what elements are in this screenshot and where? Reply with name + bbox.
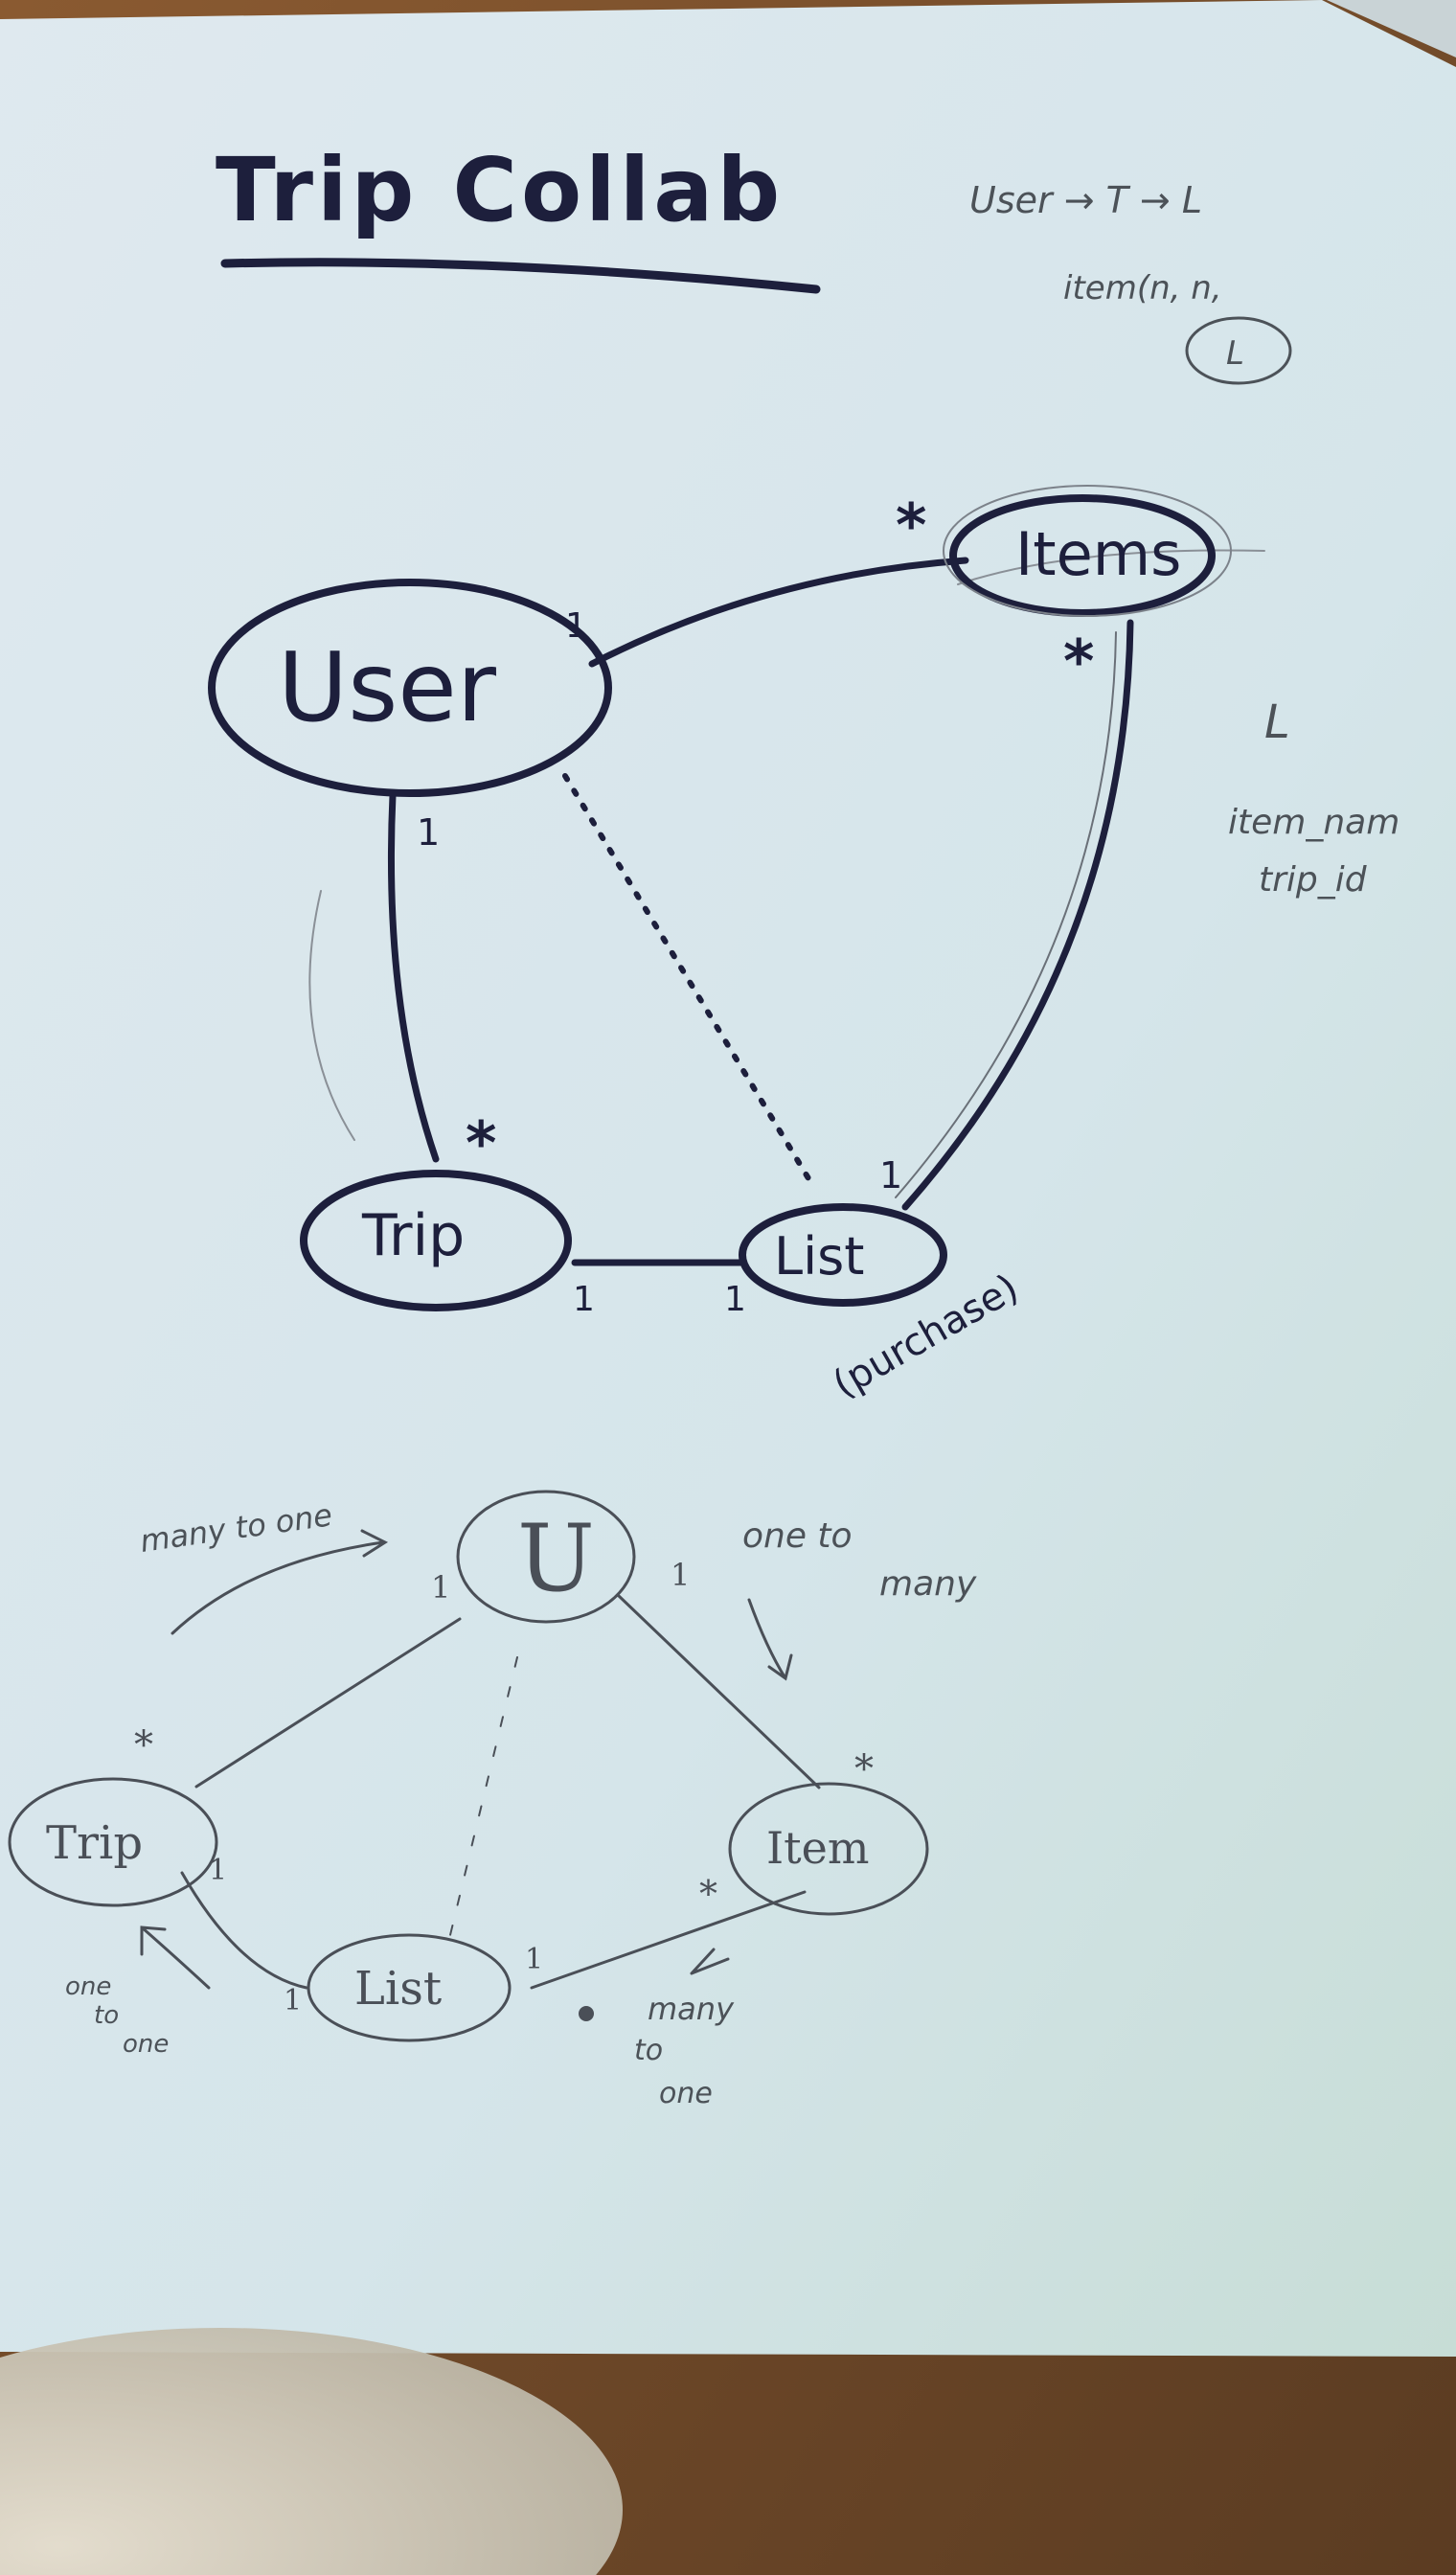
bottom-note-right-b: to	[634, 2034, 663, 2067]
corner-note-line2: item(n, n,	[1063, 269, 1222, 308]
edge-user-list-dotted	[562, 773, 817, 1191]
entity-items-shape	[949, 494, 1216, 617]
mult-user-items: 1	[565, 606, 587, 646]
mult-list-trip: 1	[724, 1280, 746, 1319]
bottom-entity-item-label: Item	[766, 1822, 870, 1874]
bottom-note-many: many	[879, 1564, 977, 1604]
corner-note-circle	[1185, 316, 1292, 385]
bottom-arrow-many-to-one	[171, 1529, 389, 1635]
bottom-entity-trip-label: Trip	[46, 1816, 143, 1870]
bottom-diagram	[8, 1490, 929, 2042]
bottom-note-right-a: many	[648, 1991, 735, 2027]
entity-trip-label: Trip	[361, 1202, 465, 1269]
entity-user-label: User	[278, 631, 497, 743]
bottom-entity-trip-shape	[8, 1777, 218, 1907]
title: Trip Collab	[216, 139, 784, 241]
bottom-arrow-one-to-many	[747, 1598, 793, 1681]
pencil-mark-items	[957, 549, 1265, 585]
bottom-note-left-b: to	[94, 2001, 119, 2030]
side-note-field1: item_nam	[1228, 803, 1399, 842]
mult-trip-list: 1	[573, 1280, 595, 1319]
bottom-edge-item-list	[530, 1890, 807, 1990]
bottom-mult-item-many-bottom: *	[699, 1873, 717, 1915]
corner-object	[1327, 0, 1456, 57]
bottom-edge-trip-list	[180, 1871, 308, 1990]
bottom-arrow-one-to-one	[140, 1926, 211, 1990]
bottom-note-left-c: one	[123, 2030, 169, 2059]
mult-list-items: 1	[879, 1154, 902, 1196]
corner-note-circled-letter: L	[1226, 334, 1244, 373]
mult-items-user: *	[896, 490, 926, 560]
mult-trip-user: *	[466, 1108, 496, 1178]
mult-user-trip: 1	[417, 811, 440, 854]
edge-user-trip	[387, 791, 440, 1163]
bottom-entity-list-shape	[307, 1933, 512, 2042]
title-underline	[220, 258, 821, 294]
entity-list-label: List	[774, 1226, 864, 1287]
bottom-entity-item-shape	[728, 1782, 929, 1916]
bottom-entity-u-label: U	[517, 1505, 595, 1612]
blurred-hand	[0, 2328, 623, 2575]
bottom-mult-trip-one: 1	[209, 1854, 227, 1887]
bottom-mult-u-left: 1	[431, 1569, 450, 1606]
edge-user-items	[588, 557, 969, 668]
bottom-note-left-a: one	[65, 1972, 111, 2001]
side-note-letter: L	[1264, 695, 1290, 749]
pencil-mark-trip	[308, 890, 355, 1141]
bottom-arrow-many-to-one-right	[690, 1948, 730, 1975]
mult-items-list: *	[1063, 627, 1094, 696]
entity-list-shape	[739, 1203, 947, 1307]
bottom-mult-list-right: 1	[525, 1943, 543, 1976]
bottom-edge-u-item	[616, 1593, 821, 1789]
top-diagram	[208, 485, 1265, 1311]
bottom-note-one-to: one to	[742, 1516, 853, 1556]
entity-items-pencil-outline	[943, 485, 1232, 617]
entity-trip-shape	[300, 1170, 572, 1311]
entity-items-label: Items	[1015, 519, 1181, 589]
bottom-entity-list-label: List	[354, 1962, 442, 2016]
bottom-edge-u-trip	[194, 1617, 462, 1789]
bottom-mult-list-left: 1	[284, 1984, 302, 2017]
edge-items-list	[901, 619, 1134, 1211]
bottom-mult-item-many-top: *	[854, 1747, 874, 1791]
bottom-mult-trip-many: *	[134, 1723, 153, 1767]
corner-note-line1: User → T → L	[969, 179, 1202, 221]
entity-user-shape	[208, 579, 612, 797]
side-note-field2: trip_id	[1259, 860, 1368, 900]
bottom-note-scribble	[579, 2006, 594, 2021]
bottom-mult-u-right: 1	[671, 1557, 690, 1593]
bottom-entity-u-shape	[456, 1490, 636, 1624]
bottom-note-right-c: one	[659, 2077, 713, 2110]
edge-items-list-pencil	[895, 631, 1117, 1198]
